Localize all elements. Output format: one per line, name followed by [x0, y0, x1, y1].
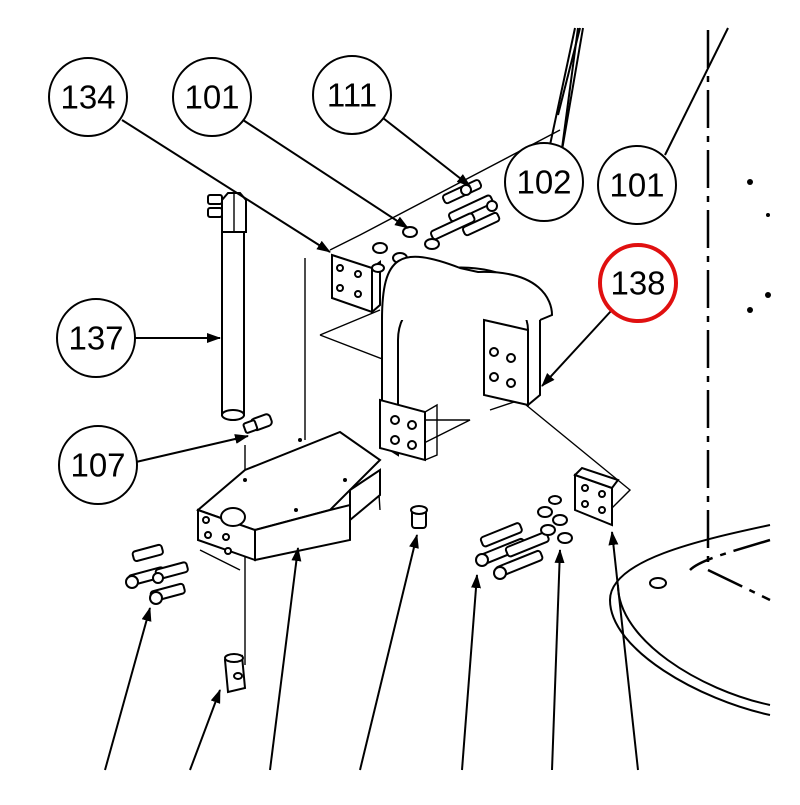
right-bolts — [475, 495, 573, 580]
svg-text:138: 138 — [610, 265, 665, 302]
svg-text:101: 101 — [609, 167, 664, 204]
callout-102: 102 — [504, 142, 584, 222]
svg-text:111: 111 — [327, 77, 377, 114]
base-plate — [608, 524, 771, 716]
u-strap-138 — [379, 255, 554, 462]
svg-text:134: 134 — [60, 79, 115, 116]
housing-frame — [549, 27, 771, 602]
bracket-134 — [331, 253, 381, 315]
highlight-ring — [598, 243, 678, 323]
svg-text:102: 102 — [516, 164, 571, 201]
clamp-block — [196, 430, 382, 562]
callout-138-highlighted: 138 — [598, 243, 678, 323]
svg-text:101: 101 — [184, 79, 239, 116]
svg-text:137: 137 — [68, 320, 123, 357]
callout-137: 137 — [56, 298, 136, 378]
callout-134: 134 — [48, 57, 128, 137]
callout-101-right: 101 — [597, 145, 677, 225]
bottom-fitting — [223, 653, 247, 694]
middle-screw — [410, 505, 428, 529]
right-plate — [573, 466, 620, 527]
leader-lines — [104, 27, 729, 771]
svg-text:107: 107 — [70, 447, 125, 484]
callout-111: 111 — [312, 55, 392, 135]
bolts-111 — [429, 179, 501, 241]
callout-101-top: 101 — [172, 57, 252, 137]
screw-107 — [242, 413, 273, 434]
shaft-137 — [207, 192, 247, 421]
callout-107: 107 — [58, 425, 138, 505]
left-bolts — [125, 543, 189, 605]
